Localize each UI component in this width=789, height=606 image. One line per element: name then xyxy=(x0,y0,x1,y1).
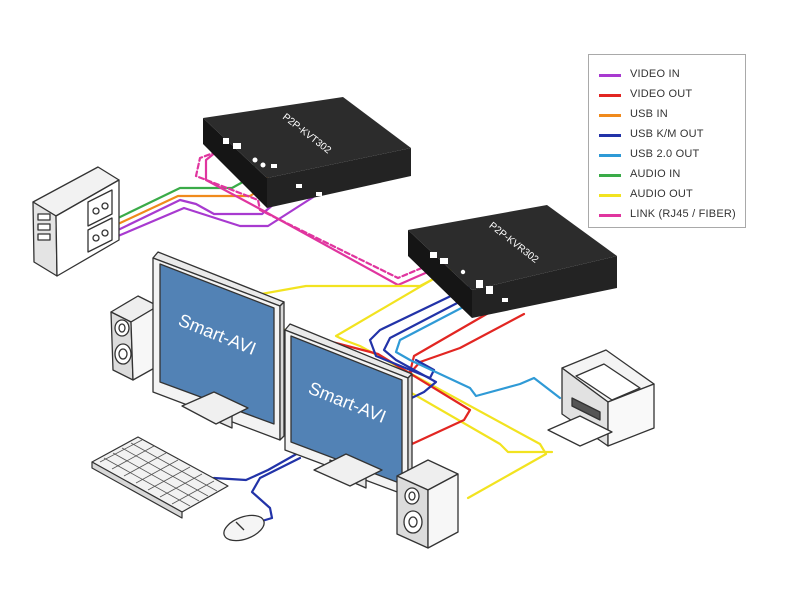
legend-label: USB K/M OUT xyxy=(630,128,704,140)
legend-swatch xyxy=(599,74,621,77)
cable-video-in-1 xyxy=(116,182,300,232)
monitor-left: Smart-AVI xyxy=(152,251,285,441)
legend-item-usb-in: USB IN xyxy=(589,105,747,125)
legend-item-audio-in: AUDIO IN xyxy=(589,165,747,185)
legend-label: USB 2.0 OUT xyxy=(630,148,700,160)
legend-swatch xyxy=(599,94,621,97)
cable-video-in-2 xyxy=(116,192,320,238)
legend: VIDEO IN VIDEO OUT USB IN USB K/M OUT US… xyxy=(588,54,746,228)
monitor-right: Smart-AVI xyxy=(284,323,413,497)
legend-swatch xyxy=(599,134,621,137)
legend-label: VIDEO OUT xyxy=(630,88,693,100)
printer xyxy=(547,349,655,447)
cable-usb2-out xyxy=(394,290,562,400)
legend-item-link: LINK (RJ45 / FIBER) xyxy=(589,205,747,225)
legend-swatch xyxy=(599,214,621,217)
legend-item-video-in: VIDEO IN xyxy=(589,65,747,85)
pc-tower xyxy=(32,166,120,277)
legend-item-usb-km-out: USB K/M OUT xyxy=(589,125,747,145)
keyboard-keys xyxy=(99,439,218,507)
legend-label: USB IN xyxy=(630,108,668,120)
cables xyxy=(116,144,562,526)
legend-label: AUDIO IN xyxy=(630,168,681,180)
legend-label: LINK (RJ45 / FIBER) xyxy=(630,208,736,220)
speaker-left xyxy=(110,295,159,381)
legend-swatch xyxy=(599,174,621,177)
receiver-unit: P2P-KVR302 xyxy=(408,205,617,318)
legend-item-usb2-out: USB 2.0 OUT xyxy=(589,145,747,165)
cable-usb-km-2 xyxy=(212,286,488,482)
keyboard xyxy=(91,436,229,519)
mouse xyxy=(223,514,265,542)
cable-usb-km-3 xyxy=(250,456,302,526)
legend-item-video-out: VIDEO OUT xyxy=(589,85,747,105)
legend-swatch xyxy=(599,194,621,197)
legend-label: AUDIO OUT xyxy=(630,188,693,200)
speaker-right xyxy=(396,459,459,549)
transmitter-unit: P2P-KVT302 xyxy=(203,97,411,208)
legend-swatch xyxy=(599,154,621,157)
cable-audio-out-2 xyxy=(334,266,548,500)
cable-video-out-1 xyxy=(408,302,506,374)
legend-swatch xyxy=(599,114,621,117)
legend-label: VIDEO IN xyxy=(630,68,680,80)
legend-item-audio-out: AUDIO OUT xyxy=(589,185,747,205)
